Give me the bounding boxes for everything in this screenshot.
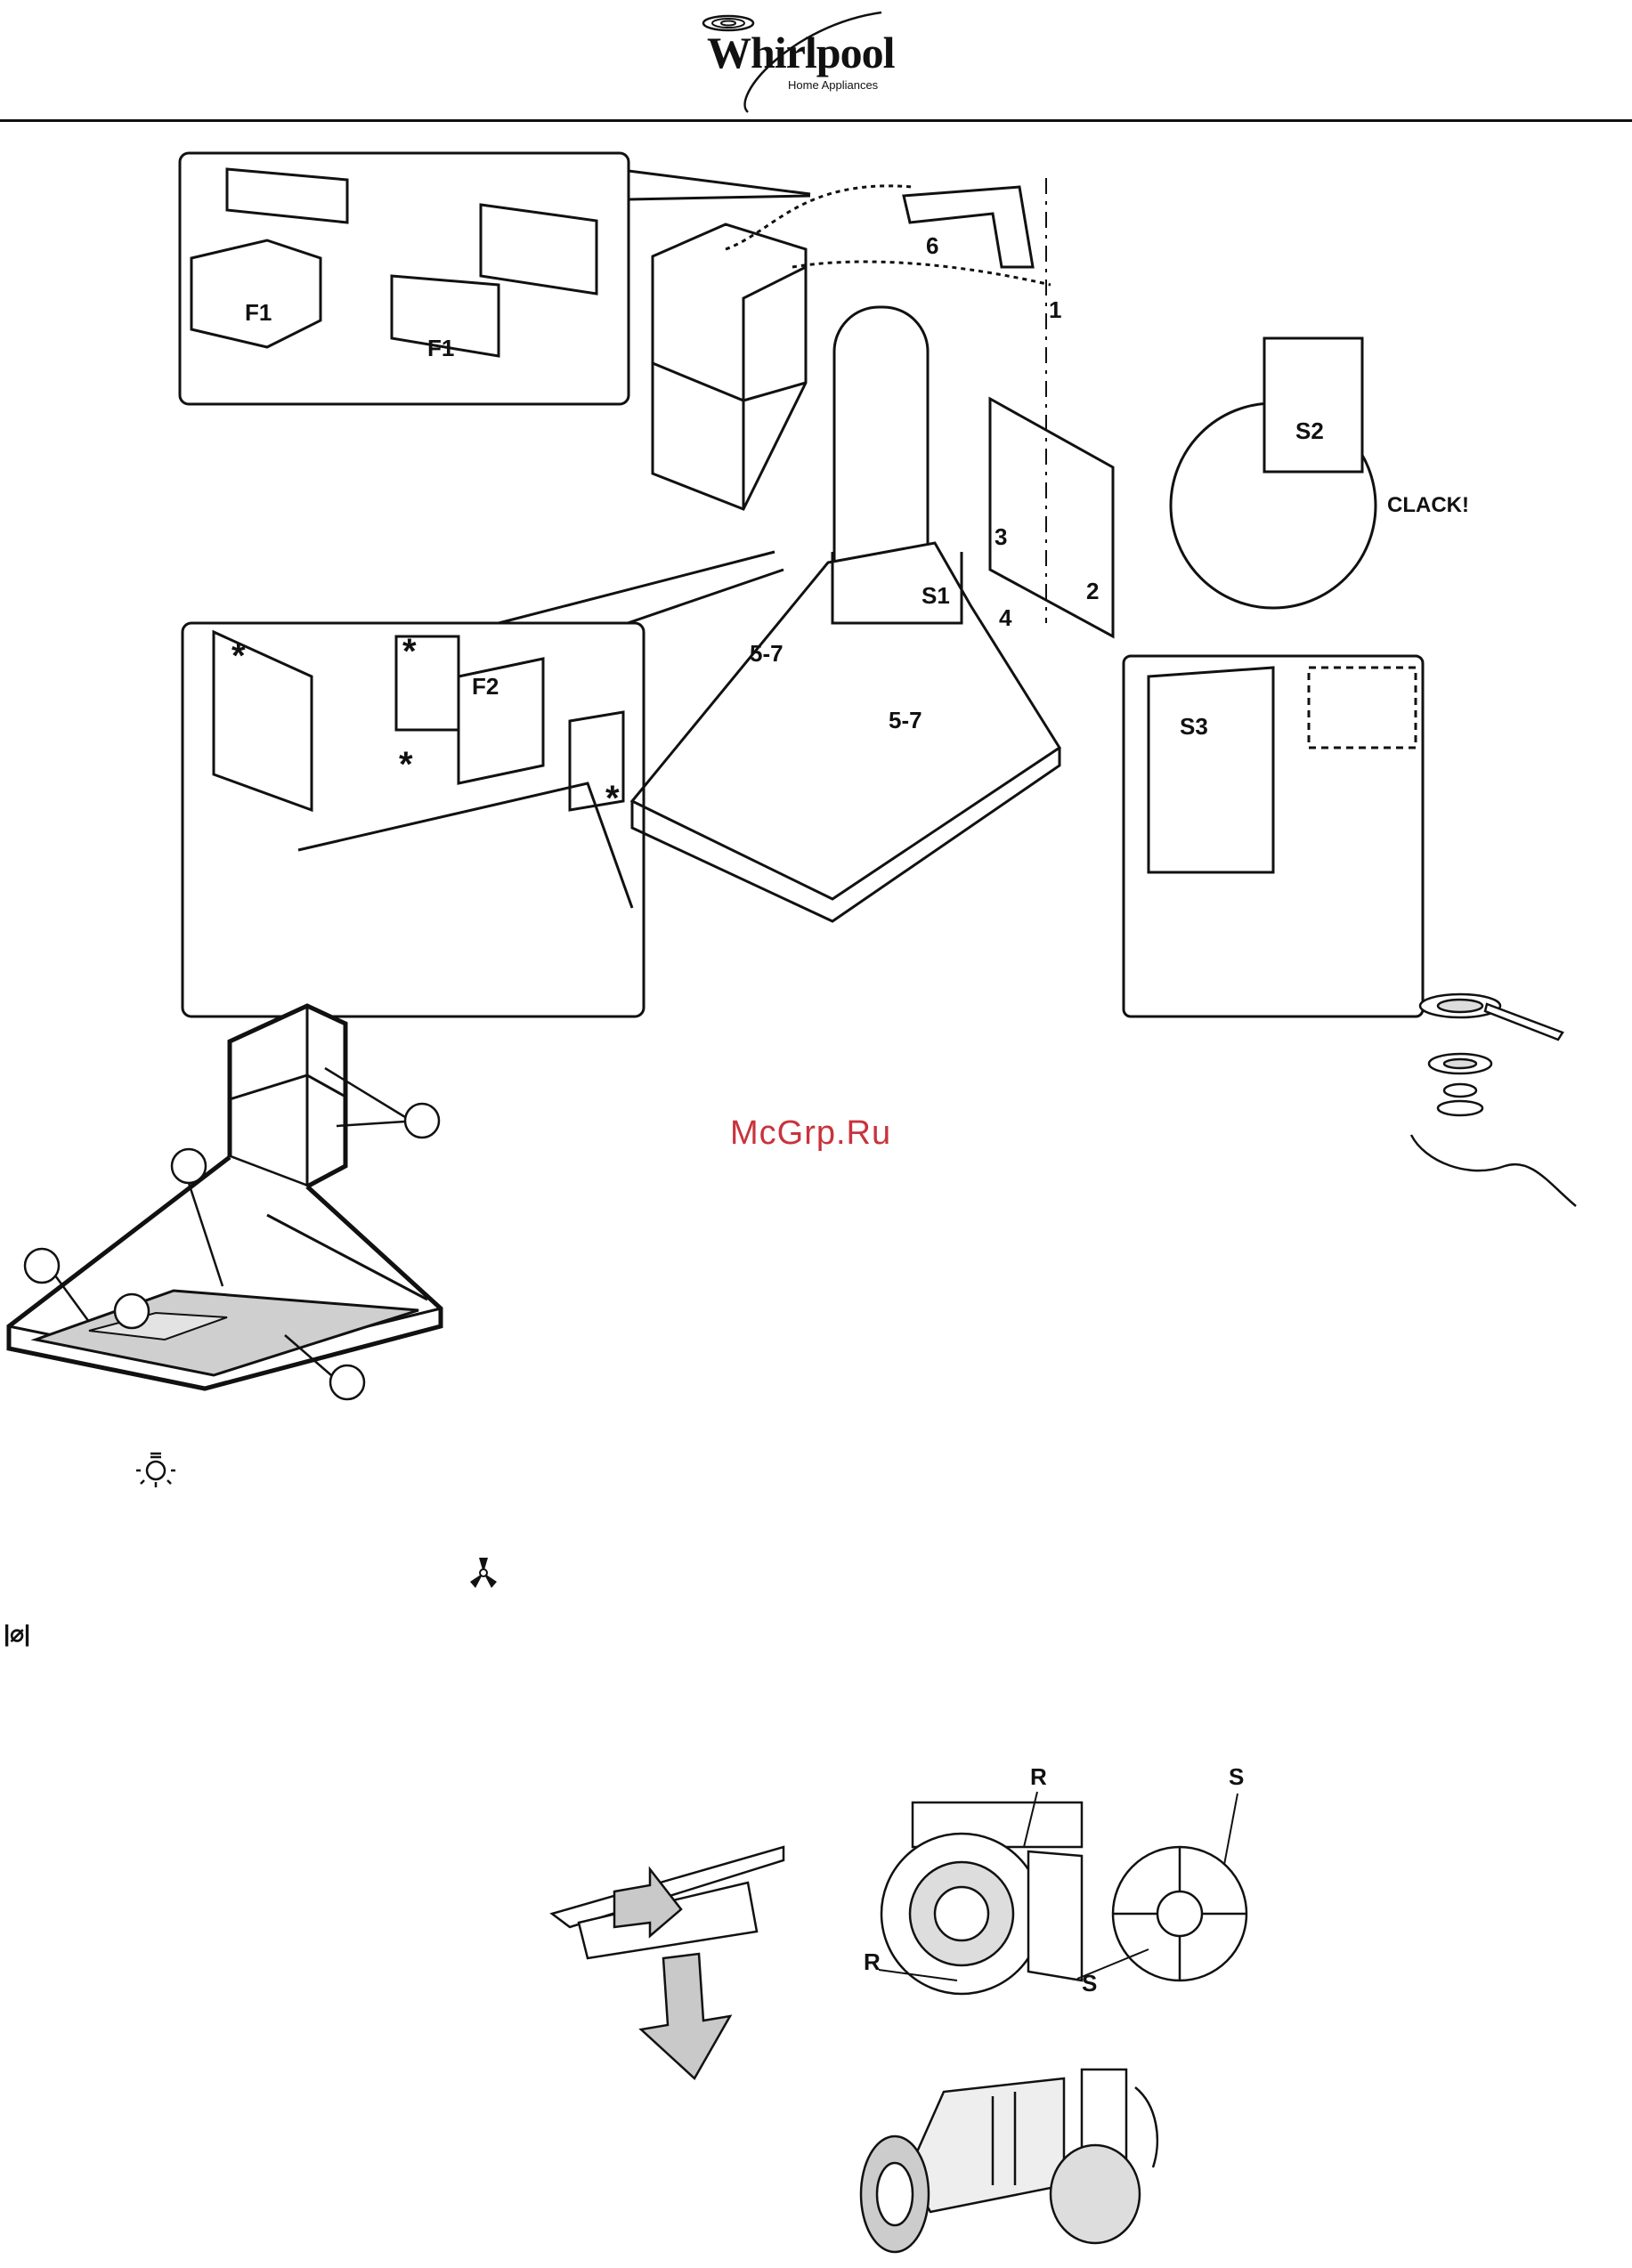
code-symbol: |⌀|	[4, 1620, 30, 1648]
watermark-text: McGrp.Ru	[730, 1114, 891, 1153]
hood-overview-diagram	[0, 992, 463, 1411]
label-step-5-7-b: 5-7	[889, 707, 922, 733]
label-f1-top: F1	[245, 299, 272, 326]
label-step-6: 6	[926, 232, 938, 259]
light-icon	[134, 1446, 178, 1491]
brand-name: Whirlpool	[707, 27, 894, 78]
label-asterisk-4: *	[605, 779, 620, 818]
filter-removal-diagram	[552, 1843, 819, 2110]
label-step-1: 1	[1049, 296, 1061, 323]
brand-logo: Whirlpool Home Appliances	[686, 7, 917, 118]
callout-circle-2	[172, 1149, 206, 1183]
installation-diagram: F1 F1 F2 S1 S2 S3 CLACK! 1 2 3 4 6 5-7 5…	[0, 125, 1632, 1041]
label-clack: CLACK!	[1387, 493, 1469, 517]
label-s1: S1	[922, 582, 950, 609]
label-r-top: R	[1030, 1763, 1047, 1790]
label-step-4: 4	[999, 604, 1012, 631]
header-divider	[0, 119, 1632, 122]
callout-circle-3	[25, 1249, 59, 1283]
label-asterisk-2: *	[402, 632, 417, 671]
callout-circle-4	[115, 1294, 149, 1328]
fan-icon	[461, 1551, 506, 1595]
label-f1-bottom: F1	[427, 335, 454, 361]
label-asterisk-3: *	[399, 745, 413, 784]
label-step-3: 3	[995, 523, 1007, 550]
label-asterisk-1: *	[231, 636, 246, 676]
brand-tagline: Home Appliances	[788, 78, 878, 92]
label-f2: F2	[472, 673, 499, 700]
callout-circle-1	[405, 1104, 439, 1138]
blower-maintenance-diagram: R R S S	[859, 1767, 1260, 2265]
label-s-top: S	[1229, 1763, 1244, 1790]
label-s-bottom: S	[1082, 1970, 1097, 1997]
label-step-2: 2	[1086, 578, 1099, 604]
bulb-replacement-diagram	[1407, 979, 1603, 1211]
callout-circle-5	[330, 1365, 364, 1399]
label-r-left: R	[864, 1948, 881, 1975]
label-s2: S2	[1295, 417, 1324, 444]
label-s3: S3	[1180, 713, 1208, 740]
label-step-5-7-a: 5-7	[750, 640, 784, 667]
